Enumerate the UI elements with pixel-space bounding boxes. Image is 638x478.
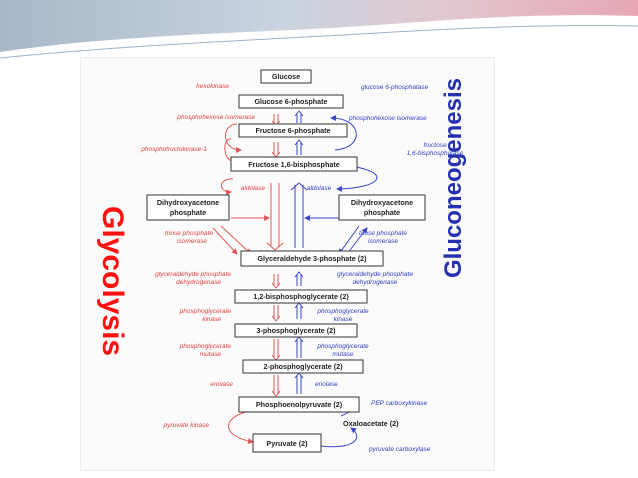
node-dihydroxyacetone-phosphate-right: Dihydroxyacetone phosphate (338, 194, 426, 221)
central-arrows (212, 110, 378, 448)
red-arrow (271, 274, 281, 289)
red-arrow (271, 305, 281, 322)
enzyme-aldolase-gng: aldolase (307, 185, 332, 192)
enzyme-pyruvate-carboxylase: pyruvate carboxylase (368, 446, 431, 453)
header-decoration (0, 0, 638, 59)
pathway-figure: Glycolysis Gluconeogenesis (80, 57, 495, 471)
node-label: 3-phosphoglycerate (2) (256, 326, 336, 335)
blue-arrow (290, 182, 308, 248)
enzyme-glucose-6-phosphatase: glucose 6-phosphatase (361, 84, 429, 91)
enzyme-pgm-gng-line1: phosphoglycerate (316, 343, 369, 350)
node-3-phosphoglycerate: 3-phosphoglycerate (2) (234, 323, 358, 338)
enzyme-aldolase-glycolysis: aldolase (241, 185, 266, 192)
enzyme-fbpase-line1: fructose (423, 142, 447, 149)
enzyme-phosphoglycerate-mutase-line2: mutase (200, 351, 222, 358)
enzyme-phosphofructokinase-1: phosphofructokinase-1 (140, 146, 207, 153)
enzyme-tpi-gng-line1: triose phosphate (359, 230, 407, 237)
enzyme-gapdh-gng-line2: dehydrogenase (353, 279, 398, 286)
blue-arrow (294, 372, 304, 394)
node-2-phosphoglycerate: 2-phosphoglycerate (2) (242, 359, 364, 374)
node-label-line: Dihydroxyacetone (351, 198, 413, 207)
enzyme-triose-phosphate-isomerase-line2: isomerase (177, 238, 207, 245)
enzyme-gapdh-gng-line1: glyceraldehyde phosphate (337, 271, 413, 278)
blue-arrow (294, 139, 304, 155)
enzyme-enolase-gng: enolase (315, 381, 338, 388)
enzyme-gapdh-line2: dehydrogenase (176, 279, 221, 286)
enzyme-pgk-gng-line1: phosphoglycerate (316, 308, 369, 315)
glycolysis-label: Glycolysis (96, 206, 129, 356)
blue-arrow (346, 227, 368, 255)
node-dihydroxyacetone-phosphate-left: Dihydroxyacetone phosphate (146, 194, 230, 221)
red-arrow (266, 183, 284, 251)
enzyme-fbpase-line2: 1,6-bisphosphatase (407, 150, 464, 157)
blue-arrow (294, 271, 304, 286)
enzyme-pgm-gng-line2: mutase (332, 351, 354, 358)
blue-arrow (294, 336, 304, 358)
blue-arrow (320, 427, 358, 448)
red-arrow (271, 339, 281, 361)
gluconeogenesis-label: Gluconeogenesis (440, 78, 467, 278)
node-fructose-1-6-bisphosphate: Fructose 1,6-bisphosphate (230, 156, 358, 172)
node-label: 2-phosphoglycerate (2) (263, 362, 343, 371)
node-label-line: Dihydroxyacetone (157, 198, 219, 207)
node-1-2-bisphosphoglycerate: 1,2-bisphosphoglycerate (2) (234, 289, 368, 304)
node-glucose: Glucose (260, 69, 312, 84)
node-label: Phosphoenolpyruvate (2) (256, 400, 343, 409)
enzyme-gapdh-line1: glyceraldehyde phosphate (155, 271, 231, 278)
enzyme-tpi-gng-line2: isomerase (368, 238, 398, 245)
enzyme-pyruvate-kinase: pyruvate kinase (162, 422, 209, 429)
blue-arrow (294, 110, 304, 123)
enzyme-phosphoglycerate-kinase-line1: phosphoglycerate (179, 308, 232, 315)
node-label: Glucose (272, 72, 300, 81)
red-arrow (225, 123, 242, 153)
enzyme-phosphoglycerate-mutase-line1: phosphoglycerate (179, 343, 232, 350)
red-arrow (228, 410, 254, 445)
node-label: 1,2-bisphosphoglycerate (2) (253, 292, 349, 301)
enzyme-phosphohexose-isomerase-gng: phosphohexose isomerase (348, 115, 427, 122)
node-glyceraldehyde-3-phosphate: Glyceraldehyde 3-phosphate (2) (240, 250, 384, 267)
blue-arrow (294, 302, 304, 319)
enzyme-triose-phosphate-isomerase-line1: triose phosphate (165, 230, 213, 237)
red-arrow (271, 142, 281, 158)
node-oxaloacetate: Oxaloacetate (2) (343, 419, 399, 428)
enzyme-pgk-gng-line2: kinase (334, 316, 353, 323)
blue-arrow (336, 165, 378, 192)
node-label: Fructose 6-phosphate (255, 126, 330, 135)
red-arrow (221, 178, 234, 196)
red-arrow (271, 375, 281, 397)
node-label: Pyruvate (2) (266, 439, 308, 448)
node-phosphoenolpyruvate: Phosphoenolpyruvate (2) (238, 396, 360, 413)
enzyme-pep-carboxykinase: PEP carboxykinase (371, 400, 428, 407)
node-label: Glucose 6-phosphate (254, 97, 327, 106)
node-label: Glyceraldehyde 3-phosphate (2) (257, 254, 367, 263)
node-glucose-6-phosphate: Glucose 6-phosphate (238, 94, 344, 109)
node-label: Fructose 1,6-bisphosphate (248, 160, 339, 169)
node-label-line: phosphate (170, 208, 206, 217)
enzyme-phosphohexose-isomerase: phosphohexose isomerase (176, 114, 255, 121)
pathway-diagram: Glycolysis Gluconeogenesis (96, 69, 467, 453)
blue-arrow (330, 115, 357, 151)
node-label-line: phosphate (364, 208, 400, 217)
enzyme-hexokinase: hexokinase (196, 83, 229, 90)
red-arrow (220, 225, 252, 255)
node-fructose-6-phosphate: Fructose 6-phosphate (238, 123, 348, 138)
node-pyruvate: Pyruvate (2) (252, 433, 322, 453)
enzyme-phosphoglycerate-kinase-line2: kinase (202, 316, 221, 323)
blue-arrow (338, 225, 360, 255)
enzyme-enolase-glycolysis: enolase (210, 381, 233, 388)
red-arrow (212, 227, 238, 255)
